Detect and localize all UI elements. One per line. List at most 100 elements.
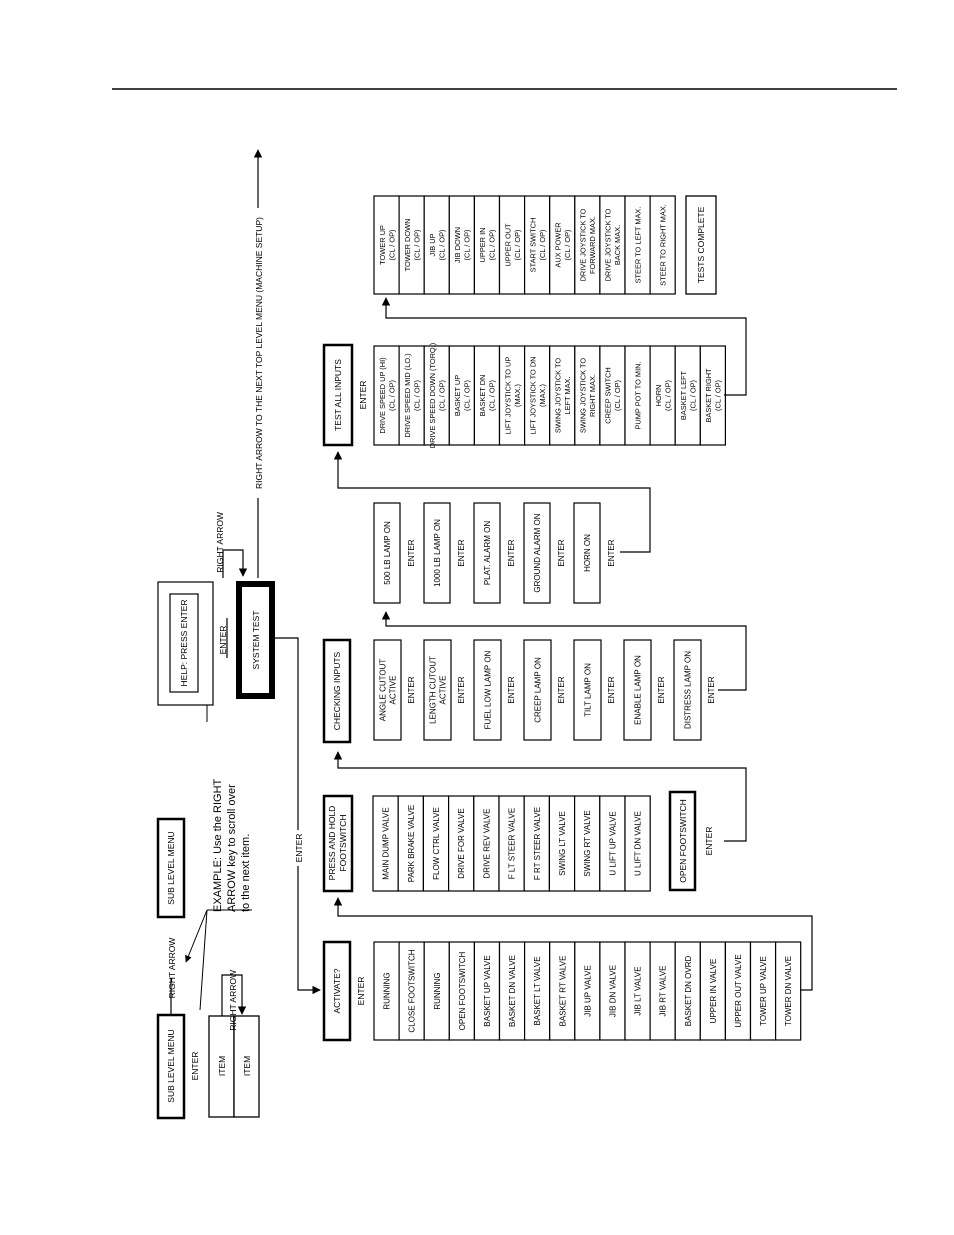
checking-cell-box <box>473 639 502 741</box>
lamp-enter-label: ENTER <box>557 539 566 566</box>
test-all-cell-label: BASKET DN <box>478 375 487 417</box>
checking-title-box <box>322 638 352 744</box>
footswitch-cell: MAIN DUMP VALVE <box>372 795 399 892</box>
tower-cell-label: FORWARD MAX. <box>588 216 597 274</box>
tower-item-list: TOWER UP(CL / OP)TOWER DOWN(CL / OP)JIB … <box>373 195 676 295</box>
activate-cell-box <box>624 941 651 1041</box>
legend-example-leader <box>185 909 208 963</box>
activate-cell: RUNNING <box>373 941 400 1041</box>
tower-cell-box <box>398 195 425 295</box>
activate-cell: UPPER IN VALVE <box>699 941 726 1041</box>
test-all-cell-label: BASKET LEFT <box>679 370 688 420</box>
test-all-cell: BASKET RIGHT(CL / OP) <box>699 345 726 446</box>
tower-cell: START SWITCH(CL / OP) <box>523 195 551 295</box>
checking-cell-box <box>623 639 652 741</box>
activate-title: ACTIVATE? <box>332 968 342 1013</box>
footswitch-cell-box <box>573 795 601 892</box>
tower-cell-label: AUX POWER <box>554 222 563 267</box>
activate-cell: BASKET LT VALVE <box>523 941 551 1041</box>
test-all-cell-label: (CL / OP) <box>412 380 421 411</box>
tower-cell-label: START SWITCH <box>528 218 537 273</box>
footswitch-cell-label: MAIN DUMP VALVE <box>382 807 391 879</box>
tests-complete-box <box>685 195 717 295</box>
lamp-enter-label: ENTER <box>507 539 516 566</box>
open-footswitch-label: OPEN FOOTSWITCH <box>678 799 688 883</box>
tower-cell-label: TOWER UP <box>378 225 387 265</box>
footswitch-cell-label: FLOW CTRL VALVE <box>432 807 441 880</box>
legend-item-right-arrow-label: RIGHT ARROW <box>228 970 238 1031</box>
activate-cell-label: TOWER DN VALVE <box>784 956 793 1026</box>
lamp-enter-label: ENTER <box>407 539 416 566</box>
activate-cell-box <box>423 941 450 1041</box>
footswitch-cell-box <box>422 795 450 892</box>
lamp-cell-label: 1000 LB LAMP ON <box>433 519 442 587</box>
next-menu-label: RIGHT ARROW TO THE NEXT TOP LEVEL MENU (… <box>254 217 264 489</box>
test-all-cell-label: (MAX.) <box>538 384 547 407</box>
tower-cell-label: (CL / OP) <box>387 230 396 261</box>
activate-cell-label: CLOSE FOOTSWITCH <box>408 949 417 1032</box>
tower-cell: STEER TO RIGHT MAX. <box>649 195 676 295</box>
test-all-title-box <box>322 343 354 447</box>
test-all-cell-label: PUMP POT TO MIN. <box>634 361 643 429</box>
test-all-cell-label: (CL / OP) <box>613 380 622 411</box>
activate-cell-box <box>724 941 752 1041</box>
footswitch-cell-label: SWING RT VALVE <box>583 810 592 877</box>
tower-cell-label: (CL / OP) <box>412 230 421 261</box>
lamp-cell-label: 500 LB LAMP ON <box>383 521 392 585</box>
tower-cell: UPPER OUT(CL / OP) <box>498 195 526 295</box>
tower-cell: UPPER IN(CL / OP) <box>473 195 501 295</box>
lamp-cell-box <box>573 502 601 604</box>
activate-cell-label: RUNNING <box>383 972 392 1009</box>
lamp-cell-label: HORN ON <box>583 534 592 572</box>
open-footswitch-box <box>668 790 697 892</box>
test-all-cell-label: DRIVE SPEED UP (HI) <box>378 357 387 433</box>
test-all-cell-box <box>599 345 626 446</box>
test-all-cell-label: SWING JOYSTICK TO <box>579 358 588 434</box>
activate-cell-box <box>699 941 726 1041</box>
test-all-cell: BASKET UP(CL / OP) <box>448 345 475 446</box>
footswitch-title-box <box>322 794 354 893</box>
tower-cell-label: JIB UP <box>428 233 437 256</box>
tower-cell-label: (CL / OP) <box>438 230 447 261</box>
test-all-cell-box <box>448 345 475 446</box>
tower-cell-label: UPPER IN <box>478 228 487 263</box>
lamp-cell-box <box>523 502 551 604</box>
tower-cell-box <box>599 195 626 295</box>
test-all-cell: BASKET LEFT(CL / OP) <box>674 345 701 446</box>
activate-title-box <box>322 940 352 1042</box>
tower-cell-label: BACK MAX. <box>613 225 622 265</box>
next-menu-label-bg <box>250 208 266 498</box>
help-inner-box <box>169 593 199 693</box>
test-all-cell-label: (CL / OP) <box>438 380 447 411</box>
test-all-item-list: DRIVE SPEED UP (HI)(CL / OP)DRIVE SPEED … <box>373 343 726 448</box>
activate-cell-box <box>774 941 802 1041</box>
footswitch-cell-label: DRIVE REV VALVE <box>482 809 491 879</box>
legend-example-line-3: to the next item. <box>240 834 252 912</box>
test-all-cell: DRIVE SPEED UP (HI)(CL / OP) <box>373 345 400 446</box>
activate-cell: CLOSE FOOTSWITCH <box>398 941 425 1041</box>
legend-right-arrow-label: RIGHT ARROW <box>167 938 177 999</box>
activate-cell: TOWER UP VALVE <box>749 941 777 1041</box>
checking-enter-label: ENTER <box>407 676 416 703</box>
footswitch-cell-box <box>624 795 651 892</box>
footswitch-cell-label: PARK BRAKE VALVE <box>407 805 416 882</box>
footswitch-title-line-1: PRESS AND HOLD <box>327 806 337 881</box>
test-all-cell: DRIVE SPEED MID (LO.)(CL / OP) <box>398 345 425 446</box>
footswitch-cell: PARK BRAKE VALVE <box>397 795 425 892</box>
footswitch-cell: F LT STEER VALVE <box>498 795 525 892</box>
test-all-cell: LIFT JOYSTICK TO DN(MAX.) <box>523 345 551 446</box>
test-all-cell-label: HORN <box>654 385 663 407</box>
tower-cell-label: DRIVE JOYSTICK TO <box>579 208 588 281</box>
checking-enter-label: ENTER <box>657 676 666 703</box>
test-all-cell-box <box>649 345 676 446</box>
checking-enter-label: ENTER <box>557 676 566 703</box>
